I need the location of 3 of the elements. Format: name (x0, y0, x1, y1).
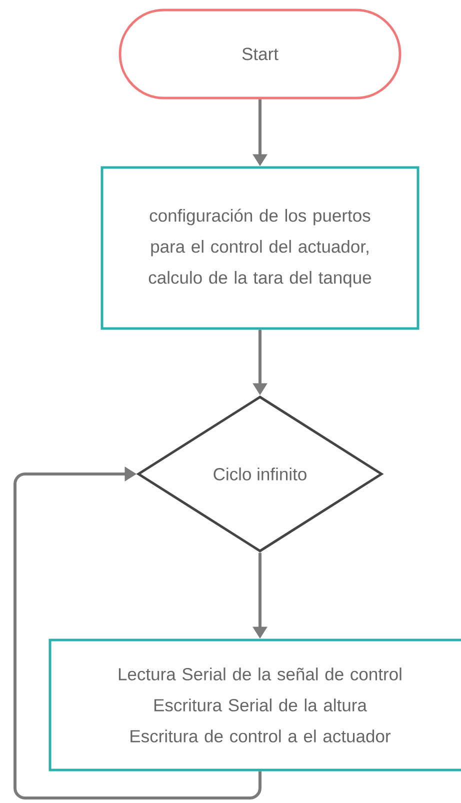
process-box: configuración de los puertos para el control del actuador, calculo de la tara del tanque (100, 166, 420, 330)
process-box: Lectura Serial de la señal de control Escritura Serial de la altura Escritura de control a el actuador (48, 638, 461, 772)
arrow (14, 466, 262, 800)
